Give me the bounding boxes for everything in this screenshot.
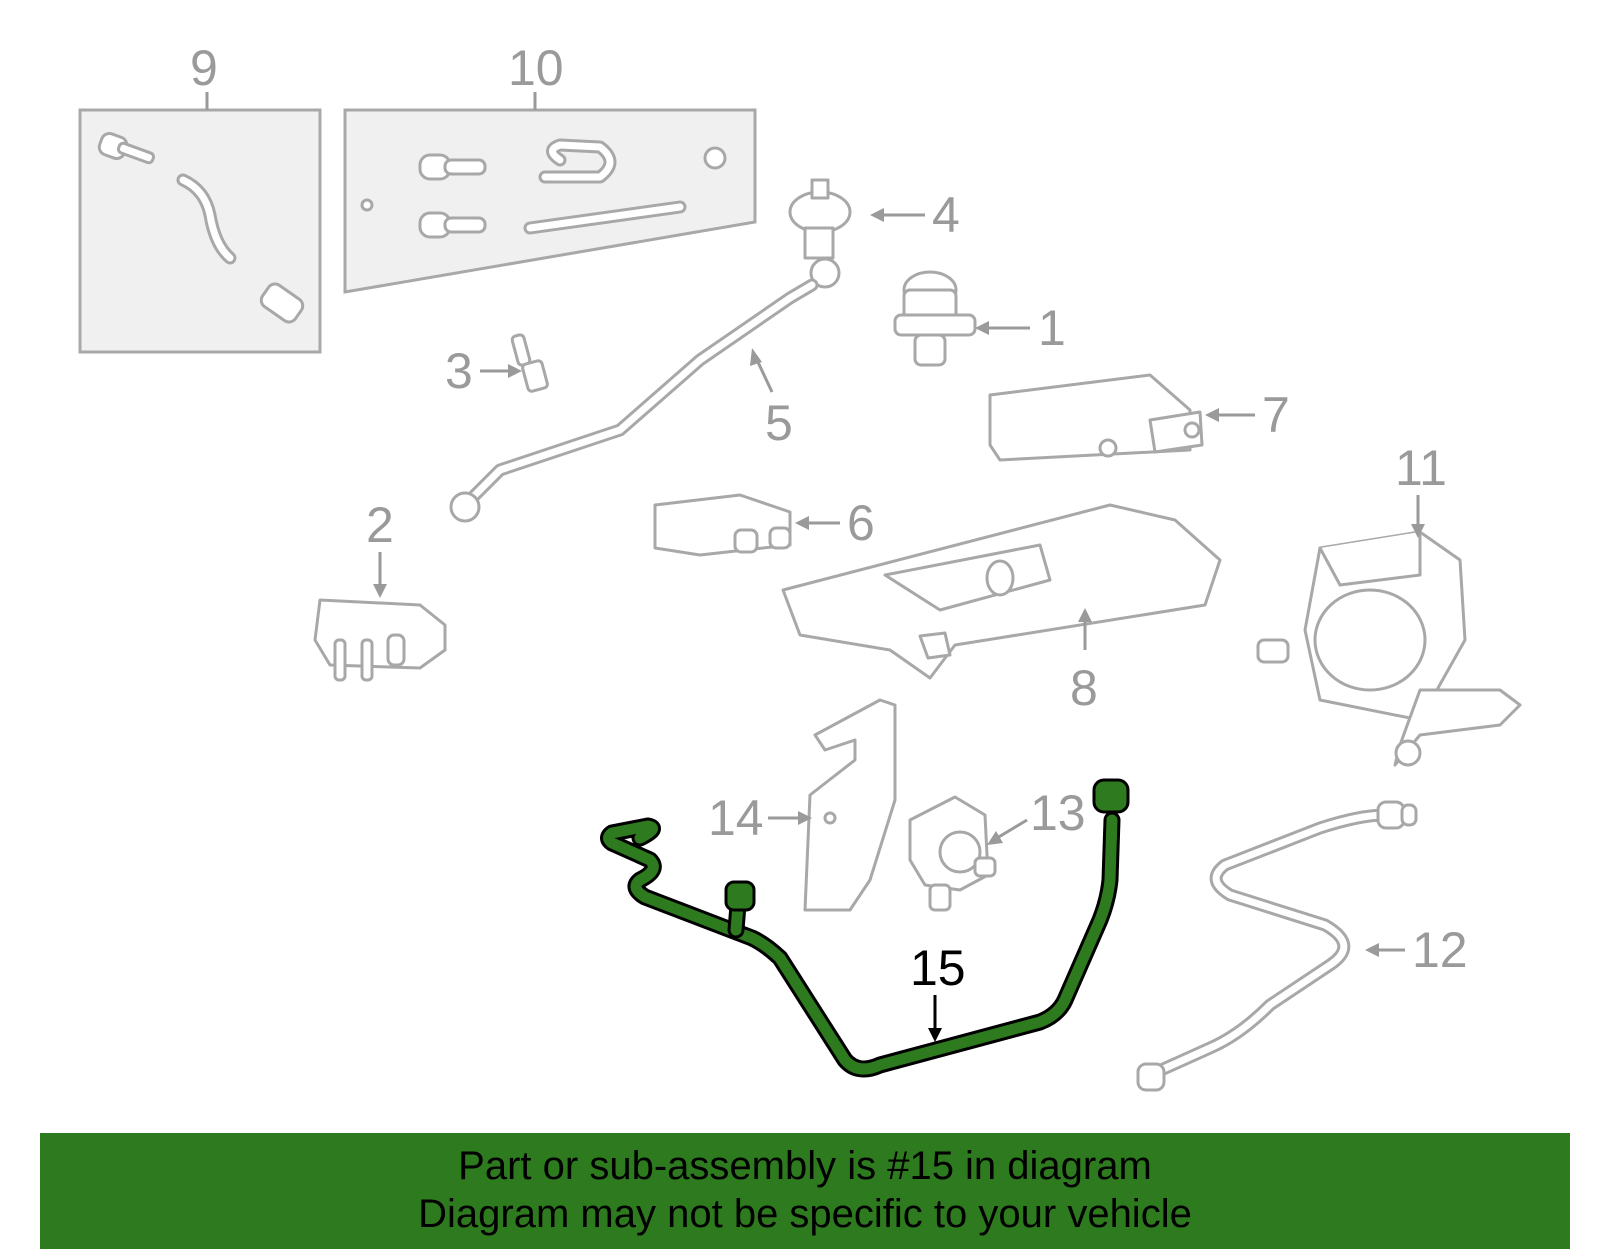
svg-text:10: 10 — [508, 40, 564, 96]
info-banner: Part or sub-assembly is #15 in diagram D… — [40, 1133, 1570, 1249]
part-10-kit[interactable] — [343, 108, 757, 294]
callout-11: 11 — [1395, 440, 1447, 538]
callout-7: 7 — [1205, 387, 1290, 443]
part-11-pump[interactable] — [1256, 530, 1522, 767]
svg-text:12: 12 — [1412, 922, 1468, 978]
callout-14: 14 — [708, 790, 812, 846]
part-7-canister[interactable] — [988, 373, 1204, 462]
part-13-solenoid[interactable] — [908, 795, 997, 912]
callout-4: 4 — [870, 187, 960, 243]
part-12-tube[interactable] — [1136, 800, 1418, 1092]
callout-10: 10 — [508, 40, 564, 110]
callout-2: 2 — [366, 497, 394, 598]
callout-8: 8 — [1070, 608, 1098, 716]
svg-text:4: 4 — [932, 187, 960, 243]
callout-9: 9 — [190, 40, 218, 110]
part-9-kit[interactable] — [78, 108, 322, 354]
callout-13: 13 — [987, 785, 1086, 845]
banner-line-2: Diagram may not be specific to your vehi… — [418, 1192, 1192, 1236]
callout-6: 6 — [795, 495, 875, 551]
callout-5: 5 — [750, 348, 793, 451]
part-8-skid-plate[interactable] — [781, 503, 1222, 680]
callout-1: 1 — [975, 300, 1066, 356]
part-1-purge-valve[interactable] — [893, 270, 977, 367]
part-15-tube-highlighted[interactable] — [600, 778, 1130, 1078]
svg-text:14: 14 — [708, 790, 764, 846]
svg-text:11: 11 — [1395, 440, 1447, 496]
banner-line-1: Part or sub-assembly is #15 in diagram — [458, 1144, 1152, 1188]
svg-text:8: 8 — [1070, 660, 1098, 716]
svg-text:5: 5 — [765, 395, 793, 451]
svg-text:7: 7 — [1262, 387, 1290, 443]
callout-15: 15 — [910, 940, 966, 1042]
part-5-egr-tube[interactable] — [449, 278, 819, 523]
callout-3: 3 — [445, 343, 522, 399]
svg-text:2: 2 — [366, 497, 394, 553]
svg-text:1: 1 — [1038, 300, 1066, 356]
part-2-pressure-sensor[interactable] — [313, 598, 447, 682]
callout-12: 12 — [1365, 922, 1468, 978]
part-3-sensor[interactable] — [510, 333, 549, 393]
part-6-canister[interactable] — [653, 493, 792, 557]
svg-text:6: 6 — [847, 495, 875, 551]
svg-text:13: 13 — [1030, 785, 1086, 841]
svg-text:9: 9 — [190, 40, 218, 96]
svg-text:3: 3 — [445, 343, 473, 399]
part-14-bracket[interactable] — [803, 698, 897, 912]
svg-text:15: 15 — [910, 940, 966, 996]
part-4-egr-valve[interactable] — [788, 178, 852, 289]
